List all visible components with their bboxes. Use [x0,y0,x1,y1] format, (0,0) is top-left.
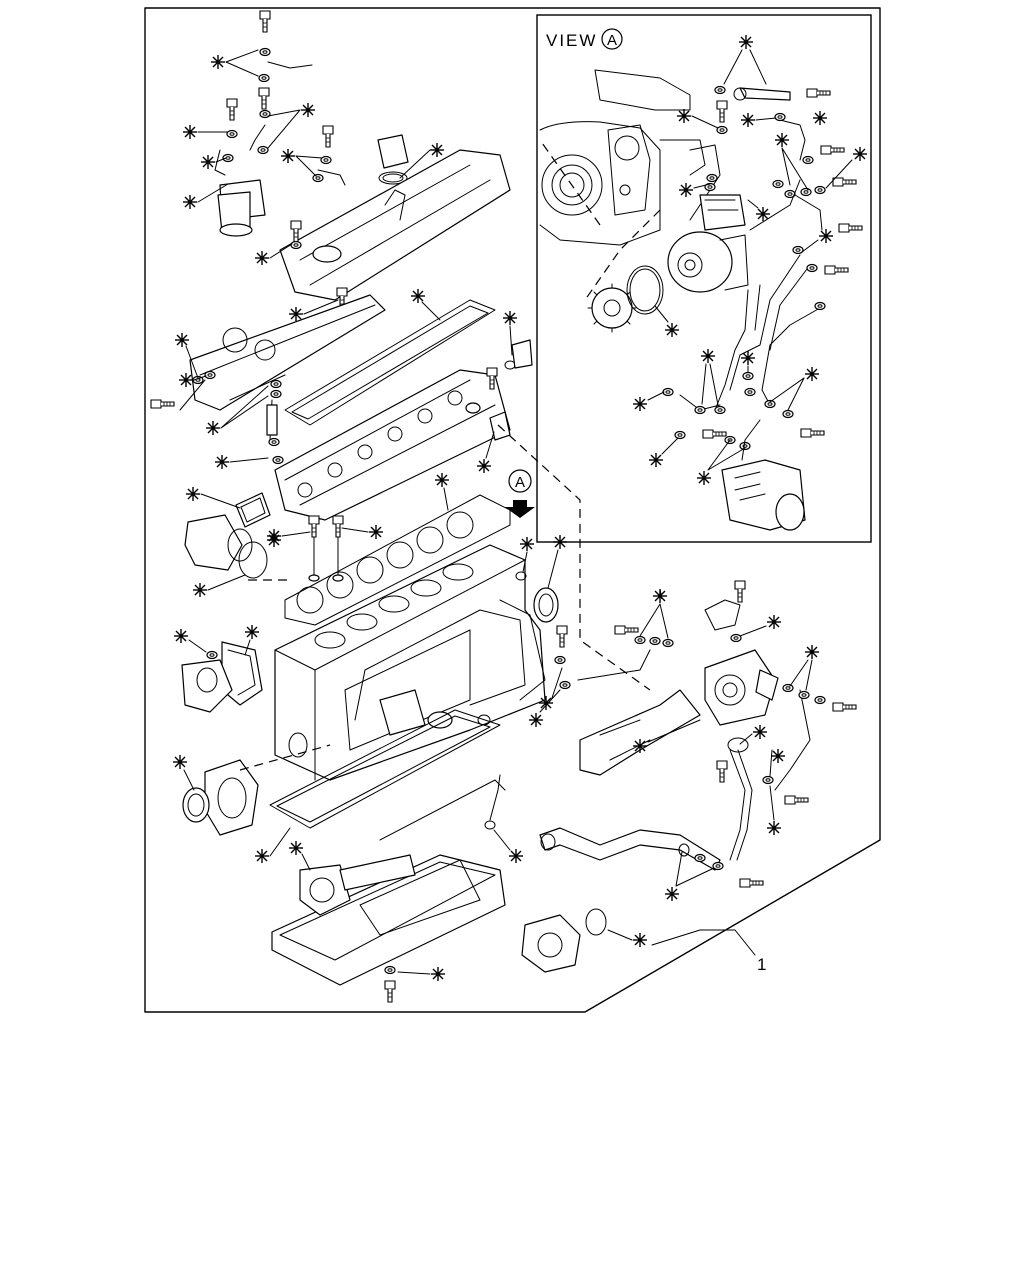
view-a-detail [539,69,863,531]
kit-markers [172,34,868,982]
turbo-assembly [521,580,857,973]
timing-gear [587,283,637,333]
arrow-letter: A [515,474,525,491]
oil-pan [271,854,506,1003]
view-a-title: VIEW A [546,28,623,50]
cylinder-head [184,339,533,582]
water-pump [181,641,263,713]
top-cluster [214,10,409,237]
item-number-callout: 1 [651,929,766,974]
view-a-arrow: A [505,469,535,518]
engine-block [274,544,559,781]
rocker-cover-gasket [284,299,496,426]
intake-manifold [150,294,386,465]
item-number: 1 [757,955,766,974]
fuel-filter [721,459,806,531]
view-letter: A [607,32,617,49]
kit-outline [144,7,881,1013]
head-gasket [284,494,511,626]
oil-pan-gasket [269,709,506,841]
rear-seal-plate [182,759,259,836]
rocker-cover [279,149,511,310]
view-label: VIEW [546,31,597,50]
